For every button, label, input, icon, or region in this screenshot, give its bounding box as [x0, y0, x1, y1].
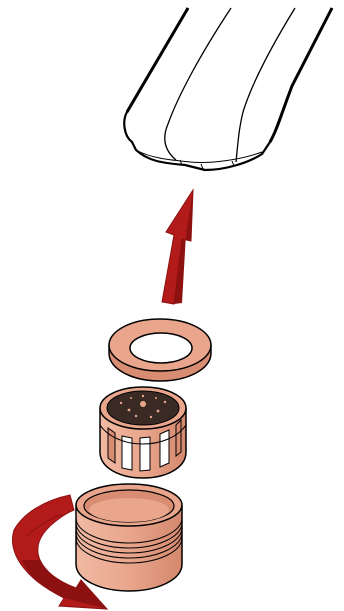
aerator-screen-insert	[100, 387, 186, 478]
aerator-housing	[76, 484, 182, 591]
rubber-washer	[109, 319, 211, 381]
assembly-direction-arrow	[162, 190, 193, 304]
faucet-spout	[124, 8, 332, 170]
